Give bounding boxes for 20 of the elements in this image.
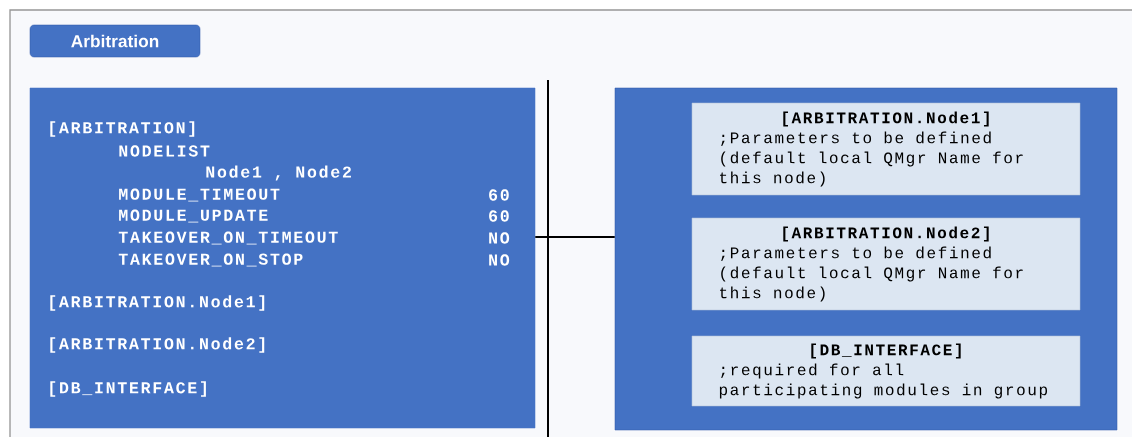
config-line: NO	[489, 254, 510, 266]
config-line: [ARBITRATION.Node1]	[50, 295, 265, 311]
config-line: [ARBITRATION]	[50, 121, 195, 137]
config-line: TAKEOVER_ON_TIMEOUT	[118, 231, 338, 245]
config-line: 60	[489, 210, 509, 222]
config-line: TAKEOVER_ON_STOP	[118, 253, 303, 267]
config-line: NODELIST	[119, 145, 210, 157]
code-panel	[29, 87, 536, 429]
section-box: [DB_INTERFACE] ;required for all participating modules in group	[691, 335, 1081, 407]
connector-line	[534, 236, 616, 238]
config-line: NO	[489, 232, 510, 244]
title-button: Arbitration	[29, 24, 201, 58]
section-box: [ARBITRATION.Node1] ;Parameters to be defined (default local QMgr Name for this node)	[691, 102, 1081, 196]
config-line: Node1 , Node2	[206, 165, 351, 181]
config-line: MODULE_UPDATE	[119, 209, 268, 223]
section-box: [ARBITRATION.Node2] ;Parameters to be defined (default local QMgr Name for this node)	[691, 217, 1081, 311]
config-line: [ARBITRATION.Node2]	[50, 337, 265, 353]
config-line: MODULE_TIMEOUT	[119, 188, 280, 202]
config-line: [DB_INTERFACE]	[50, 381, 206, 397]
config-line: 60	[489, 189, 509, 201]
